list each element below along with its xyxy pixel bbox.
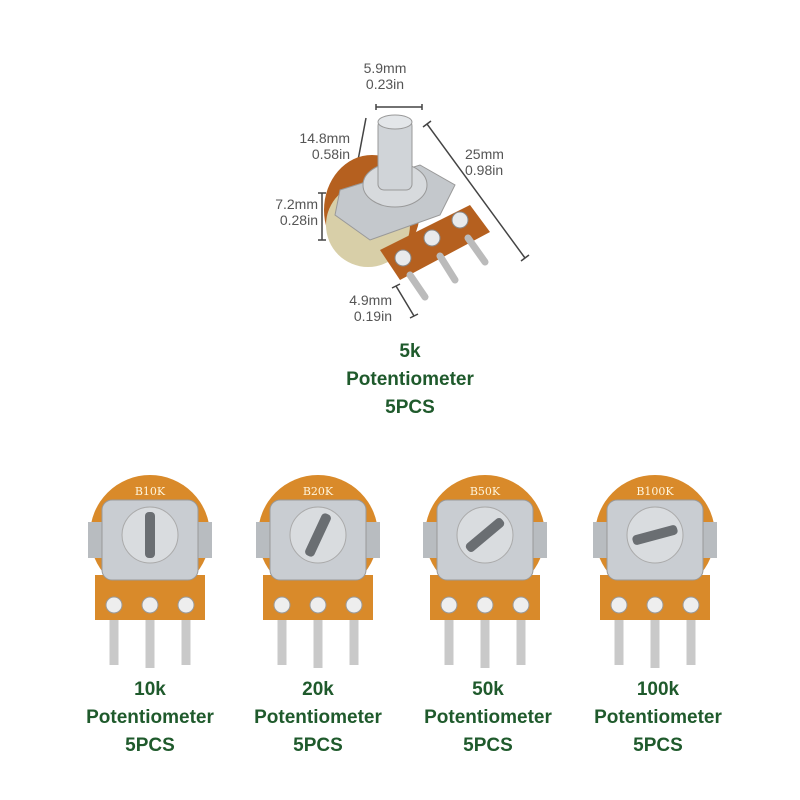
dimension-total-length: 25mm 0.98in <box>465 146 535 178</box>
potentiometer-marking: B100K <box>636 485 674 498</box>
dimension-pin-length: 4.9mm 0.19in <box>322 292 392 324</box>
dimension-mm: 25mm <box>465 146 504 162</box>
variant-caption-50k: 50k Potentiometer 5PCS <box>398 676 578 760</box>
caption-qty: 5PCS <box>385 397 435 418</box>
caption-value: 50k <box>472 679 504 700</box>
variant-caption-20k: 20k Potentiometer 5PCS <box>228 676 408 760</box>
dimension-shaft-length: 14.8mm 0.58in <box>280 130 350 162</box>
caption-name: Potentiometer <box>594 707 722 728</box>
dimension-shaft-diameter: 5.9mm 0.23in <box>350 60 420 92</box>
dimension-mm: 7.2mm <box>275 196 318 212</box>
caption-value: 5k <box>399 341 421 362</box>
potentiometer-marking: B50K <box>470 485 501 498</box>
dimension-in: 0.23in <box>365 76 405 92</box>
dimension-mm: 14.8mm <box>299 130 350 146</box>
variant-caption-100k: 100k Potentiometer 5PCS <box>568 676 748 760</box>
caption-qty: 5PCS <box>125 735 175 756</box>
caption-value: 20k <box>302 679 334 700</box>
caption-name: Potentiometer <box>424 707 552 728</box>
dimension-mm: 5.9mm <box>363 60 407 76</box>
dimension-in: 0.98in <box>465 162 504 178</box>
dimension-body-height: 7.2mm 0.28in <box>248 196 318 228</box>
dimension-in: 0.28in <box>279 212 318 228</box>
variant-caption-10k: 10k Potentiometer 5PCS <box>60 676 240 760</box>
potentiometer-marking: B20K <box>303 485 334 498</box>
caption-qty: 5PCS <box>633 735 683 756</box>
main-product-caption: 5k Potentiometer 5PCS <box>320 338 500 422</box>
main-potentiometer-image <box>318 104 530 319</box>
caption-qty: 5PCS <box>293 735 343 756</box>
caption-qty: 5PCS <box>463 735 513 756</box>
caption-name: Potentiometer <box>346 369 474 390</box>
caption-value: 10k <box>134 679 166 700</box>
potentiometer-marking: B10K <box>135 485 166 498</box>
caption-name: Potentiometer <box>86 707 214 728</box>
potentiometer-50k-image: B50K <box>423 475 547 668</box>
dimension-in: 0.19in <box>353 308 392 324</box>
potentiometer-10k-image: B10K <box>88 475 212 668</box>
potentiometer-100k-image: B100K <box>593 475 717 668</box>
dimension-mm: 4.9mm <box>349 292 392 308</box>
potentiometer-20k-image: B20K <box>256 475 380 668</box>
dimension-in: 0.58in <box>311 146 350 162</box>
caption-value: 100k <box>636 679 680 700</box>
caption-name: Potentiometer <box>254 707 382 728</box>
